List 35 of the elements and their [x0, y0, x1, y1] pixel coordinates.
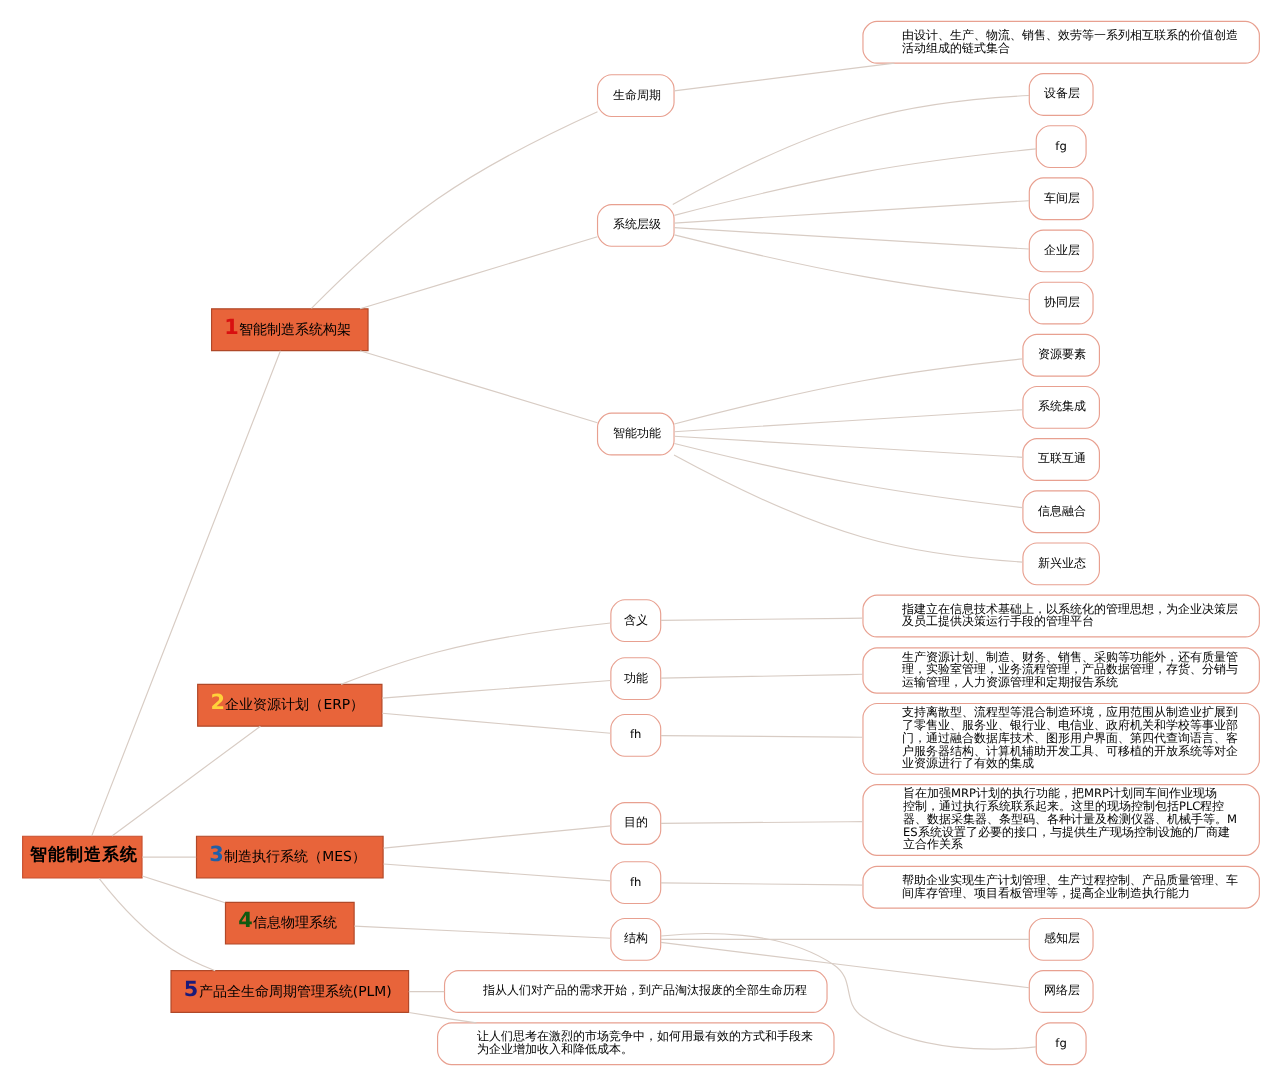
connector [672, 435, 1023, 458]
connector [309, 111, 598, 309]
connector [97, 877, 215, 972]
connector [672, 409, 1023, 433]
connector [672, 148, 1036, 216]
connector [381, 825, 611, 849]
connector [381, 863, 611, 882]
connector [352, 925, 611, 939]
connector [659, 933, 1036, 1050]
connector [358, 236, 597, 310]
connector [140, 875, 225, 904]
connector [659, 821, 863, 824]
connector [672, 234, 1029, 301]
connector [659, 941, 1029, 989]
connector [140, 856, 196, 858]
connector [110, 725, 260, 837]
connector [672, 62, 895, 92]
connector [659, 617, 863, 621]
connector [380, 712, 611, 734]
connector [671, 94, 1029, 205]
connector [339, 622, 611, 685]
connector [358, 350, 597, 424]
connector [659, 938, 1029, 940]
connector [672, 442, 1023, 509]
connector [672, 200, 1029, 224]
connector [380, 679, 611, 699]
connector [90, 350, 281, 837]
connector [659, 735, 863, 738]
connector [672, 227, 1029, 250]
connector [672, 358, 1023, 425]
node-box: 智能制造系统 [21, 835, 142, 879]
connector [659, 882, 863, 886]
connector [659, 673, 863, 679]
connector [672, 454, 1023, 563]
connector [407, 990, 444, 993]
